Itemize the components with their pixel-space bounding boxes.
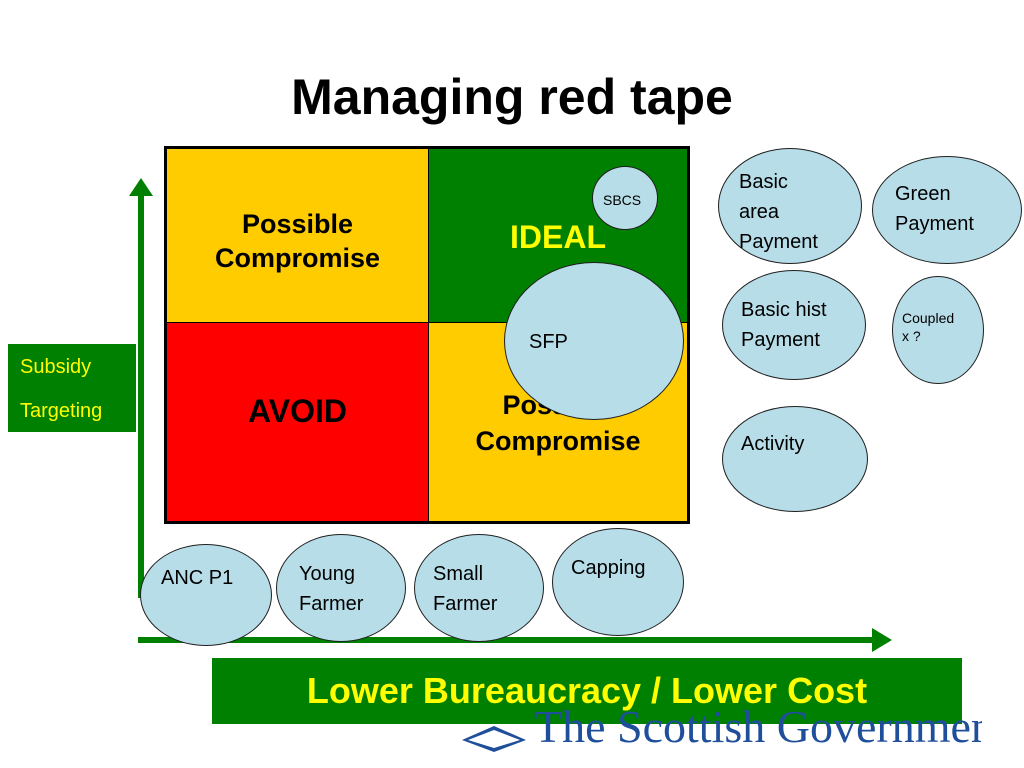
- x-axis-label: Lower Bureaucracy / Lower Cost: [212, 658, 962, 724]
- oval-small-label: Small Farmer: [433, 563, 498, 615]
- oval-basic-area-payment: Basic area Payment: [718, 148, 862, 264]
- oval-small-farmer: Small Farmer: [414, 534, 544, 642]
- oval-green-payment: Green Payment: [872, 156, 1022, 264]
- oval-capping: Capping: [552, 528, 684, 636]
- oval-anc-p1: ANC P1: [140, 544, 272, 646]
- oval-basic-area-label: Basic area Payment: [739, 171, 818, 253]
- arrow-right-icon: [872, 628, 892, 652]
- y-axis-label: Subsidy Targeting: [8, 344, 136, 432]
- quadrant-top-right-label: IDEAL: [510, 219, 606, 255]
- oval-basic-hist-payment: Basic hist Payment: [722, 270, 866, 380]
- quadrant-top-left-label: Possible Compromise: [214, 208, 381, 273]
- y-axis-line: [138, 194, 144, 598]
- quadrant-bottom-left-label: AVOID: [248, 393, 347, 429]
- scottish-government-logo: The Scottish Government: [462, 706, 982, 752]
- saltire-icon: [462, 726, 526, 752]
- oval-sbcs-label: SBCS: [603, 192, 642, 208]
- quadrant-bottom-left: AVOID: [167, 323, 429, 521]
- oval-coupled: Coupled x ?: [892, 276, 984, 384]
- oval-activity: Activity: [722, 406, 868, 512]
- y-axis-label-line-2: Targeting: [20, 400, 103, 422]
- logo-text: The Scottish Government: [534, 706, 982, 752]
- oval-young-farmer: Young Farmer: [276, 534, 406, 642]
- oval-activity-label: Activity: [741, 433, 805, 455]
- oval-sfp-label: SFP: [529, 331, 568, 353]
- oval-sfp: SFP: [504, 262, 684, 420]
- page-title: Managing red tape: [291, 69, 733, 125]
- oval-green-label: Green Payment: [895, 183, 974, 235]
- arrow-up-icon: [129, 178, 153, 196]
- oval-basic-hist-label: Basic hist Payment: [741, 299, 827, 351]
- y-axis-label-line-1: Subsidy: [20, 356, 92, 378]
- x-axis-line: [138, 637, 874, 643]
- oval-sbcs: SBCS: [592, 166, 658, 230]
- oval-young-label: Young Farmer: [299, 563, 364, 615]
- oval-capping-label: Capping: [571, 557, 646, 579]
- oval-anc-label: ANC P1: [161, 567, 234, 589]
- oval-coupled-label: Coupled x ?: [902, 310, 955, 344]
- quadrant-top-left: Possible Compromise: [167, 149, 429, 323]
